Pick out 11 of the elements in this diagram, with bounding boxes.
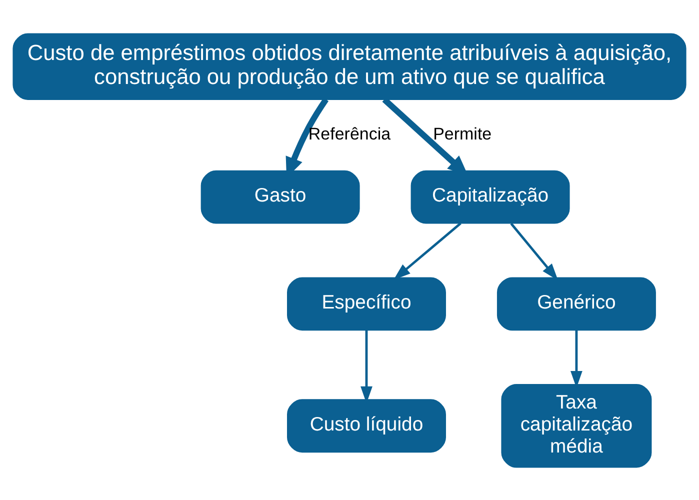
node-box: Genérico — [496, 276, 656, 330]
node-box: Específico — [287, 276, 446, 330]
edge-label: Permite — [433, 124, 492, 144]
node-box: Taxa capitalização média — [501, 384, 652, 468]
node-box: Gasto — [200, 170, 360, 224]
node-box: Capitalização — [410, 170, 570, 224]
arrow — [510, 222, 558, 280]
arrow — [394, 222, 462, 280]
node-box: Custo de empréstimos obtidos diretamente atribuíveis à aquisição, construção ou produção de um ativo que se qualifica — [12, 32, 686, 100]
node-box: Custo líquido — [287, 398, 446, 452]
edge-label: Referência — [308, 124, 391, 144]
